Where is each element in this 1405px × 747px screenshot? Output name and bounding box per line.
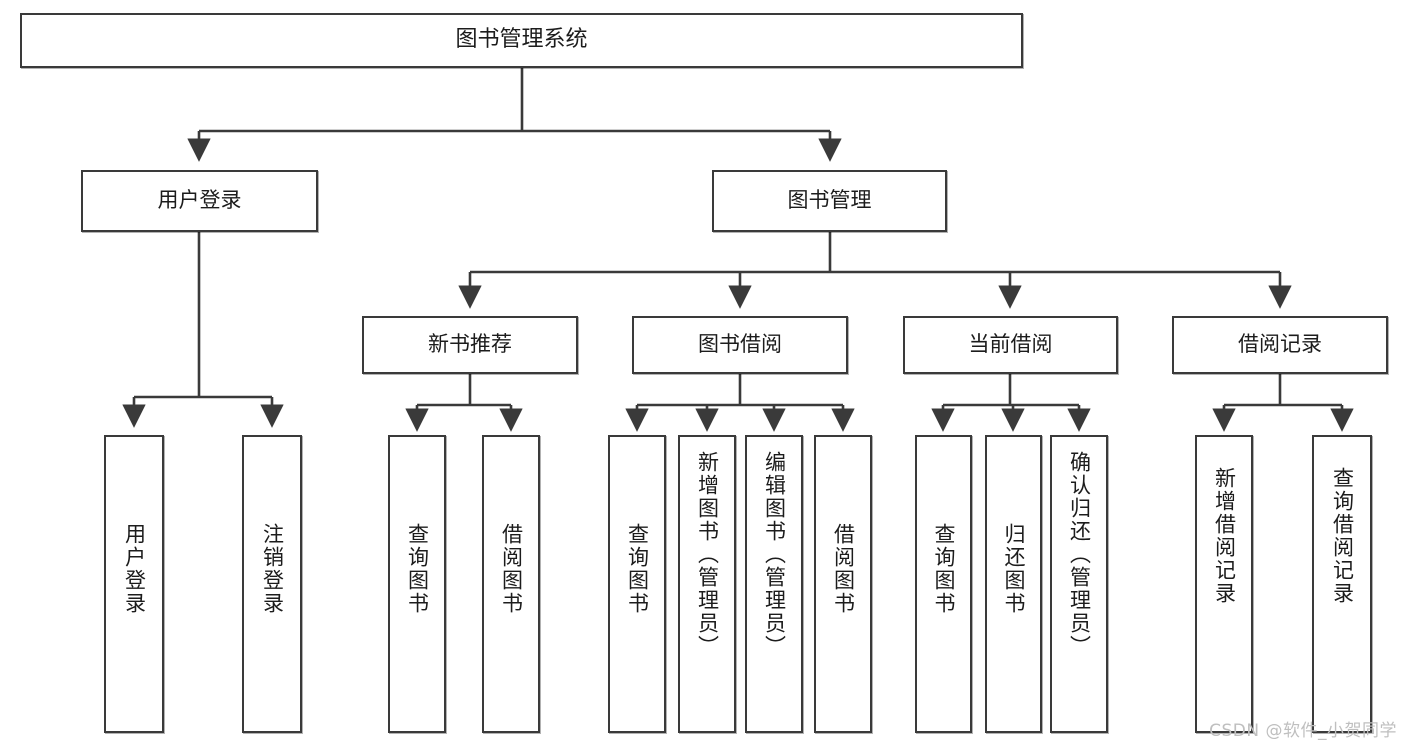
leaf-borrow-query-book[interactable]: 查询图书: [608, 435, 666, 733]
leaf-borrow-add-book-label: 新增图书（管理员）: [695, 451, 720, 658]
node-new-book-recommend-label: 新书推荐: [428, 332, 512, 357]
leaf-current-confirm-return-label: 确认归还（管理员）: [1067, 451, 1092, 658]
node-book-borrow[interactable]: 图书借阅: [632, 316, 848, 374]
leaf-record-add[interactable]: 新增借阅记录: [1195, 435, 1253, 733]
csdn-watermark: CSDN @软件_小贺同学: [1209, 721, 1397, 741]
leaf-record-add-label: 新增借阅记录: [1212, 467, 1237, 605]
leaf-borrow-edit-book-label: 编辑图书（管理员）: [762, 451, 787, 658]
leaf-borrow-add-book[interactable]: 新增图书（管理员）: [678, 435, 736, 733]
node-borrow-record-label: 借阅记录: [1238, 332, 1322, 357]
leaf-new-book-query-label: 查询图书: [405, 523, 430, 615]
node-book-borrow-label: 图书借阅: [698, 332, 782, 357]
node-user-login[interactable]: 用户登录: [81, 170, 318, 232]
leaf-current-query-book-label: 查询图书: [932, 523, 957, 615]
node-root[interactable]: 图书管理系统: [20, 13, 1023, 68]
leaf-borrow-borrow-book[interactable]: 借阅图书: [814, 435, 872, 733]
leaf-record-query[interactable]: 查询借阅记录: [1312, 435, 1372, 733]
leaf-current-return-book-label: 归还图书: [1002, 523, 1027, 615]
node-book-management-label: 图书管理: [787, 188, 872, 213]
leaf-user-login-signin-label: 用户登录: [122, 523, 147, 615]
leaf-current-query-book[interactable]: 查询图书: [915, 435, 972, 733]
leaf-new-book-borrow-label: 借阅图书: [499, 523, 524, 615]
node-new-book-recommend[interactable]: 新书推荐: [362, 316, 578, 374]
node-book-management[interactable]: 图书管理: [712, 170, 947, 232]
leaf-current-confirm-return[interactable]: 确认归还（管理员）: [1050, 435, 1108, 733]
leaf-new-book-borrow[interactable]: 借阅图书: [482, 435, 540, 733]
leaf-new-book-query[interactable]: 查询图书: [388, 435, 446, 733]
leaf-borrow-borrow-book-label: 借阅图书: [831, 523, 856, 615]
node-current-borrow-label: 当前借阅: [968, 332, 1053, 357]
leaf-user-login-signin[interactable]: 用户登录: [104, 435, 164, 733]
leaf-user-login-signout-label: 注销登录: [260, 523, 285, 615]
leaf-borrow-query-book-label: 查询图书: [625, 523, 650, 615]
node-user-login-label: 用户登录: [157, 188, 242, 213]
leaf-user-login-signout[interactable]: 注销登录: [242, 435, 302, 733]
node-root-label: 图书管理系统: [455, 27, 588, 53]
leaf-record-query-label: 查询借阅记录: [1330, 467, 1355, 605]
node-borrow-record[interactable]: 借阅记录: [1172, 316, 1388, 374]
node-current-borrow[interactable]: 当前借阅: [903, 316, 1118, 374]
leaf-current-return-book[interactable]: 归还图书: [985, 435, 1042, 733]
leaf-borrow-edit-book[interactable]: 编辑图书（管理员）: [745, 435, 803, 733]
